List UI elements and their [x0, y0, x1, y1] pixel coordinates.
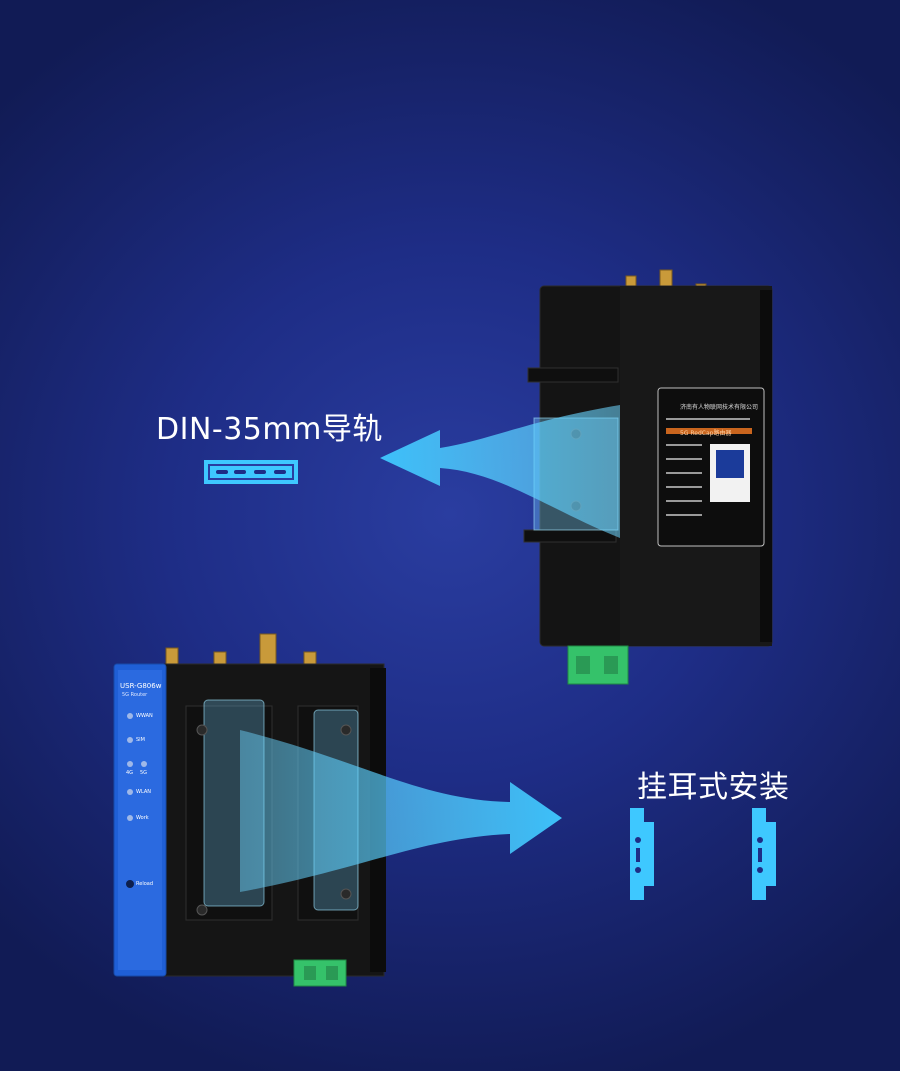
mounting-ear-icon-left [628, 806, 658, 902]
din-rail-title: DIN-35mm导轨 [156, 412, 383, 447]
device-model: USR-G806w [120, 682, 162, 690]
reload-label: Reload [136, 881, 154, 887]
led-label-work: Work [136, 815, 149, 821]
led-label-5g: 5G [140, 770, 148, 776]
back-label-product: 5G RedCap路由器 [680, 430, 732, 437]
din-rail-icon [204, 460, 298, 484]
din-rail-device [520, 268, 780, 698]
led-label-wlan: WLAN [136, 789, 152, 795]
mounting-ear-icon-right [750, 806, 780, 902]
led-label-sim: SIM [136, 737, 145, 743]
led-label-4g: 4G [126, 770, 134, 776]
antenna-connectors [165, 633, 317, 667]
back-label-brand: 济南有人物联网技术有限公司 [680, 404, 759, 411]
led-label-wwan: WWAN [136, 713, 153, 719]
din-rail-beam [380, 400, 620, 540]
wall-mount-title: 挂耳式安装 [637, 770, 790, 805]
device-subtitle: 5G Router [122, 692, 148, 698]
wall-mount-beam [240, 720, 570, 900]
